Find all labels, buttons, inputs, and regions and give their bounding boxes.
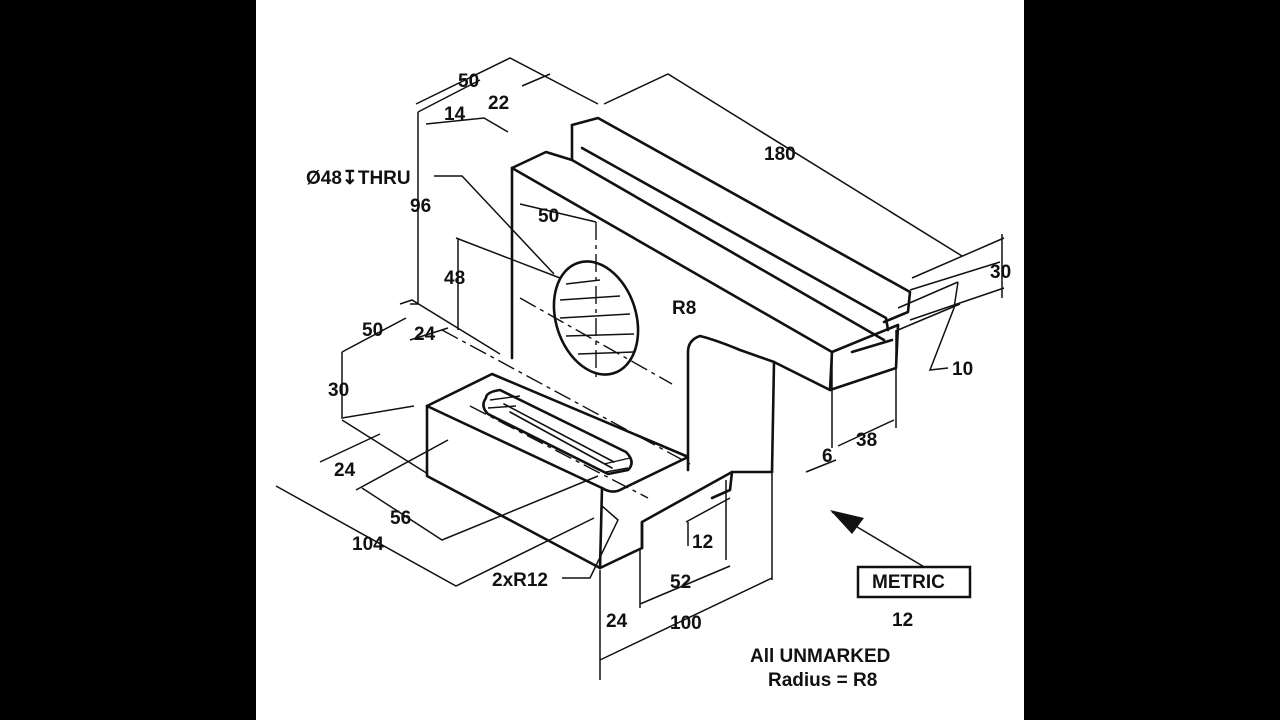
dim-38: 38: [856, 430, 877, 451]
dim-30-left: 30: [328, 380, 349, 401]
dim-24-bottom: 24: [606, 611, 628, 632]
dim-52: 52: [670, 572, 691, 593]
view-arrowhead: [830, 510, 864, 534]
dim-10: 10: [952, 359, 973, 380]
dim-6: 6: [822, 446, 833, 467]
unmarked-note-line2: Radius = R8: [768, 670, 877, 691]
dim-22: 22: [488, 93, 509, 114]
dim-14: 14: [444, 104, 466, 125]
dim-50-left: 50: [362, 320, 383, 341]
dim-24-left: 24: [414, 324, 436, 345]
dim-100: 100: [670, 613, 702, 634]
part-outline: [425, 116, 912, 570]
dim-96: 96: [410, 196, 431, 217]
figure-number: 12: [892, 610, 913, 631]
dim-hole-thru: Ø48↧THRU: [306, 168, 411, 189]
unmarked-note-line1: All UNMARKED: [750, 646, 890, 667]
dim-56: 56: [390, 508, 411, 529]
dim-50-top: 50: [458, 71, 479, 92]
metric-box: [856, 565, 972, 599]
dim-48: 48: [444, 268, 465, 289]
dimension-lines: [275, 57, 1005, 680]
dim-104: 104: [352, 534, 384, 555]
dim-12: 12: [692, 532, 713, 553]
dim-r8: R8: [672, 298, 696, 319]
dim-2xr12: 2xR12: [492, 570, 548, 591]
dim-24-base: 24: [334, 460, 356, 481]
dim-30-right: 30: [990, 262, 1011, 283]
center-lines: [441, 222, 691, 499]
hole-shading: [487, 279, 635, 473]
metric-label: METRIC: [872, 572, 945, 593]
dim-50-hole: 50: [538, 206, 559, 227]
dim-180: 180: [764, 144, 796, 165]
